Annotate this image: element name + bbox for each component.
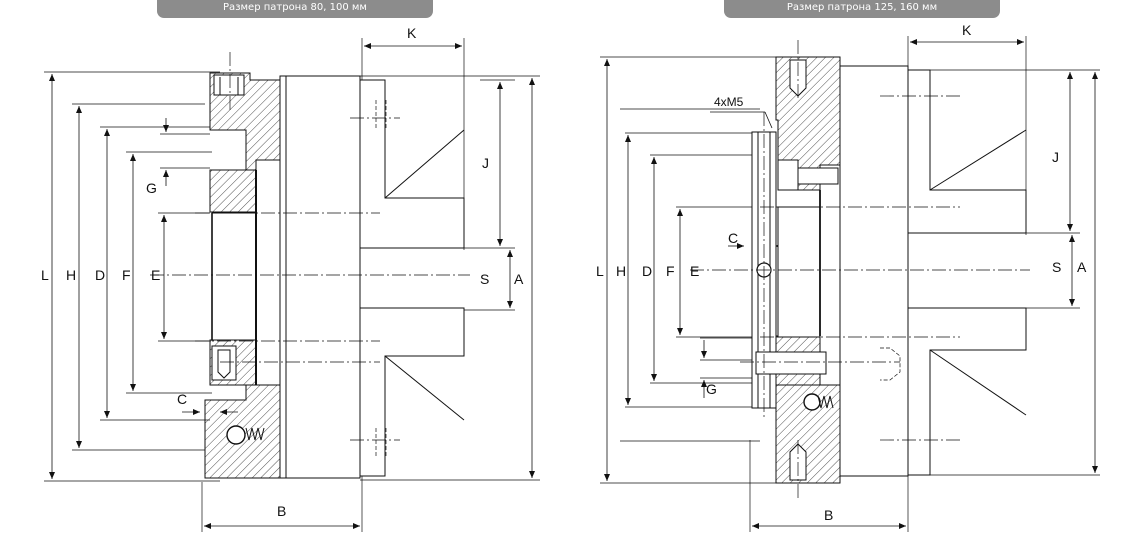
right-label-d: D (642, 263, 652, 279)
right-label-thread: 4xM5 (714, 95, 744, 109)
left-chuck-drawing (44, 38, 540, 532)
chuck-size-tab-80-100: Размер патрона 80, 100 мм (157, 0, 433, 18)
left-dimension-labels: L H D F E G C B K J S A (41, 25, 524, 519)
right-label-j: J (1052, 149, 1059, 165)
left-label-g: G (146, 180, 157, 196)
right-label-s: S (1052, 259, 1061, 275)
right-label-g: G (706, 381, 717, 397)
right-label-a: A (1077, 259, 1087, 275)
left-label-s: S (480, 271, 489, 287)
right-label-f: F (666, 263, 675, 279)
right-label-k: K (962, 22, 972, 38)
left-label-k: K (407, 25, 417, 41)
left-label-h: H (66, 267, 76, 283)
right-label-b: B (824, 507, 833, 523)
left-label-e: E (151, 267, 160, 283)
left-label-c: C (177, 391, 187, 407)
right-label-h: H (616, 263, 626, 279)
right-label-c: C (728, 230, 738, 246)
chuck-size-tab-125-160: Размер патрона 125, 160 мм (724, 0, 1000, 18)
left-label-b: B (277, 503, 286, 519)
right-dimension-labels: L H D F E G C B K J S A 4xM5 (596, 22, 1087, 523)
right-label-e: E (690, 263, 699, 279)
right-chuck-drawing (600, 36, 1100, 532)
left-label-a: A (514, 271, 524, 287)
left-label-l: L (41, 267, 49, 283)
right-label-l: L (596, 263, 604, 279)
left-label-j: J (482, 155, 489, 171)
left-label-d: D (95, 267, 105, 283)
left-label-f: F (122, 267, 131, 283)
